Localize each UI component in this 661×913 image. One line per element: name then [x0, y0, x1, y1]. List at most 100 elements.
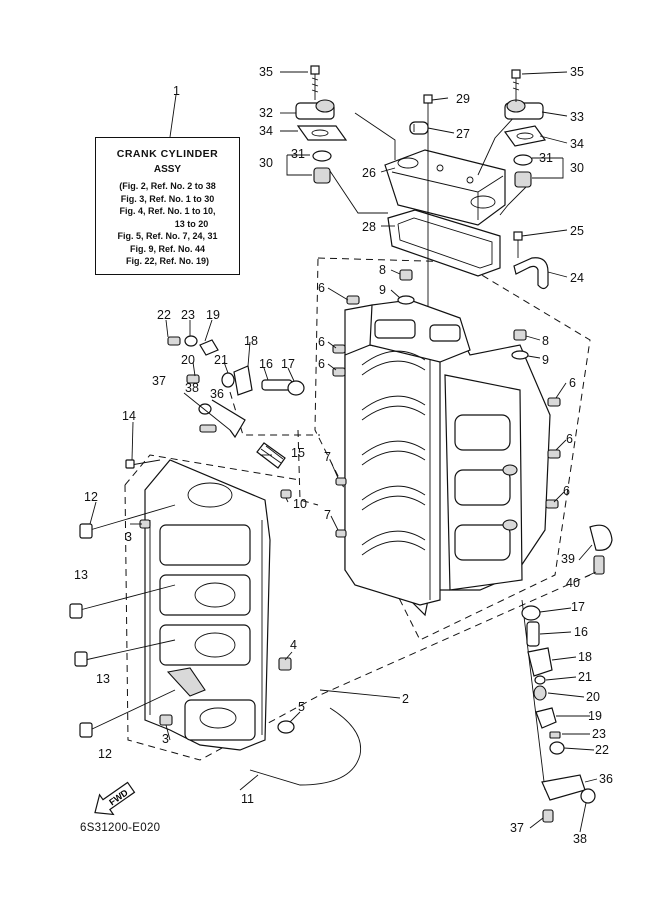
callout-20b: 20: [586, 690, 600, 704]
assembly-title: CRANK CYLINDER: [116, 148, 219, 160]
callout-1: 1: [173, 84, 180, 98]
callout-34b: 34: [570, 137, 584, 151]
callout-30: 30: [259, 156, 273, 170]
callout-6e: 6: [566, 432, 573, 446]
exhaust-cover-gasket: [387, 209, 501, 277]
callout-28: 28: [362, 220, 376, 234]
anode-cover-right: [503, 99, 547, 188]
figure-ref-line: Fig. 4, Ref. No. 1 to 10,: [119, 206, 216, 216]
callout-6c: 6: [318, 357, 325, 371]
callout-17: 17: [281, 357, 295, 371]
callout-12b: 12: [98, 747, 112, 761]
callout-12a: 12: [84, 490, 98, 504]
callout-23b: 23: [592, 727, 606, 741]
callout-8b: 8: [542, 334, 549, 348]
dashed-guide-cover: [327, 112, 529, 216]
callout-6b: 6: [318, 335, 325, 349]
dowel-pins-7: [335, 477, 347, 538]
hose-clamp-24: [513, 257, 549, 290]
callout-6d: 6: [569, 376, 576, 390]
callout-34: 34: [259, 124, 273, 138]
callout-labels: 1 35 32 34 31 30 29 27 26 28 35 33 34 31…: [74, 65, 613, 846]
exhaust-cover: [384, 149, 506, 226]
callout-35b: 35: [570, 65, 584, 79]
figure-ref-line: Fig. 22, Ref. No. 19): [125, 256, 210, 266]
callout-2: 2: [402, 692, 409, 706]
bolts-6: [332, 295, 561, 509]
valve-parts-right: [521, 524, 613, 823]
callout-35: 35: [259, 65, 273, 79]
callout-39: 39: [561, 552, 575, 566]
callout-25: 25: [570, 224, 584, 238]
figure-ref-line: (Fig. 2, Ref. No. 2 to 38: [119, 181, 216, 191]
callout-9: 9: [379, 283, 386, 297]
callout-31b: 31: [539, 151, 553, 165]
callout-38b: 38: [573, 832, 587, 846]
callout-36: 36: [210, 387, 224, 401]
callout-21: 21: [214, 353, 228, 367]
callout-30b: 30: [570, 161, 584, 175]
fwd-arrow: FWD: [94, 781, 136, 816]
callout-21b: 21: [578, 670, 592, 684]
callout-24: 24: [570, 271, 584, 285]
plug-8: [397, 269, 529, 360]
callout-17b: 17: [571, 600, 585, 614]
callout-7a: 7: [324, 450, 331, 464]
leader-lines: [89, 71, 598, 833]
callout-37: 37: [152, 374, 166, 388]
callout-31: 31: [291, 147, 305, 161]
bolt-35-left: [310, 65, 320, 100]
callout-14: 14: [122, 409, 136, 423]
callout-7b: 7: [324, 508, 331, 522]
tube-clamp: [409, 121, 429, 135]
callout-22: 22: [157, 308, 171, 322]
small-parts-left: [139, 489, 295, 734]
callout-19b: 19: [588, 709, 602, 723]
callout-10: 10: [293, 497, 307, 511]
callout-29: 29: [456, 92, 470, 106]
figure-ref-line: Fig. 9, Ref. No. 44: [129, 243, 205, 254]
callout-6f: 6: [563, 484, 570, 498]
callout-22b: 22: [595, 743, 609, 757]
assembly-title-box: CRANK CYLINDER ASSY (Fig. 2, Ref. No. 2 …: [95, 137, 240, 275]
callout-15: 15: [291, 446, 305, 460]
assembly-outline-crankcase: [124, 257, 591, 761]
callout-20: 20: [181, 353, 195, 367]
bolt-35-right: [511, 69, 521, 102]
callout-37b: 37: [510, 821, 524, 835]
callout-18b: 18: [578, 650, 592, 664]
callout-13a: 13: [74, 568, 88, 582]
assembly-subtitle: ASSY: [153, 164, 182, 175]
callout-23: 23: [181, 308, 195, 322]
callout-8: 8: [379, 263, 386, 277]
callout-40: 40: [566, 576, 580, 590]
callout-36b: 36: [599, 772, 613, 786]
callout-16b: 16: [574, 625, 588, 639]
crankcase-half: [144, 459, 271, 751]
cylinder-block: [344, 299, 551, 617]
figure-ref-line: Fig. 5, Ref. No. 7, 24, 31: [117, 231, 218, 241]
callout-16: 16: [259, 357, 273, 371]
long-bolts: [69, 459, 176, 738]
callout-26: 26: [362, 166, 376, 180]
callout-27: 27: [456, 127, 470, 141]
figure-ref-line: 13 to 20: [174, 218, 209, 229]
hose-11: [249, 707, 362, 786]
callout-32: 32: [259, 106, 273, 120]
callout-4: 4: [290, 638, 297, 652]
callout-38: 38: [185, 381, 199, 395]
callout-19: 19: [206, 308, 220, 322]
anode-cover-left: [295, 99, 348, 184]
bolt-25: [513, 231, 523, 258]
diagram-code: 6S31200-E020: [80, 822, 161, 834]
callout-6a: 6: [318, 281, 325, 295]
valve-parts-left: [167, 335, 305, 469]
callout-13b: 13: [96, 672, 110, 686]
callout-3b: 3: [162, 732, 169, 746]
callout-9b: 9: [542, 353, 549, 367]
callout-11: 11: [241, 792, 254, 806]
callout-33: 33: [570, 110, 584, 124]
callout-3a: 3: [125, 530, 132, 544]
callout-5: 5: [298, 700, 305, 714]
